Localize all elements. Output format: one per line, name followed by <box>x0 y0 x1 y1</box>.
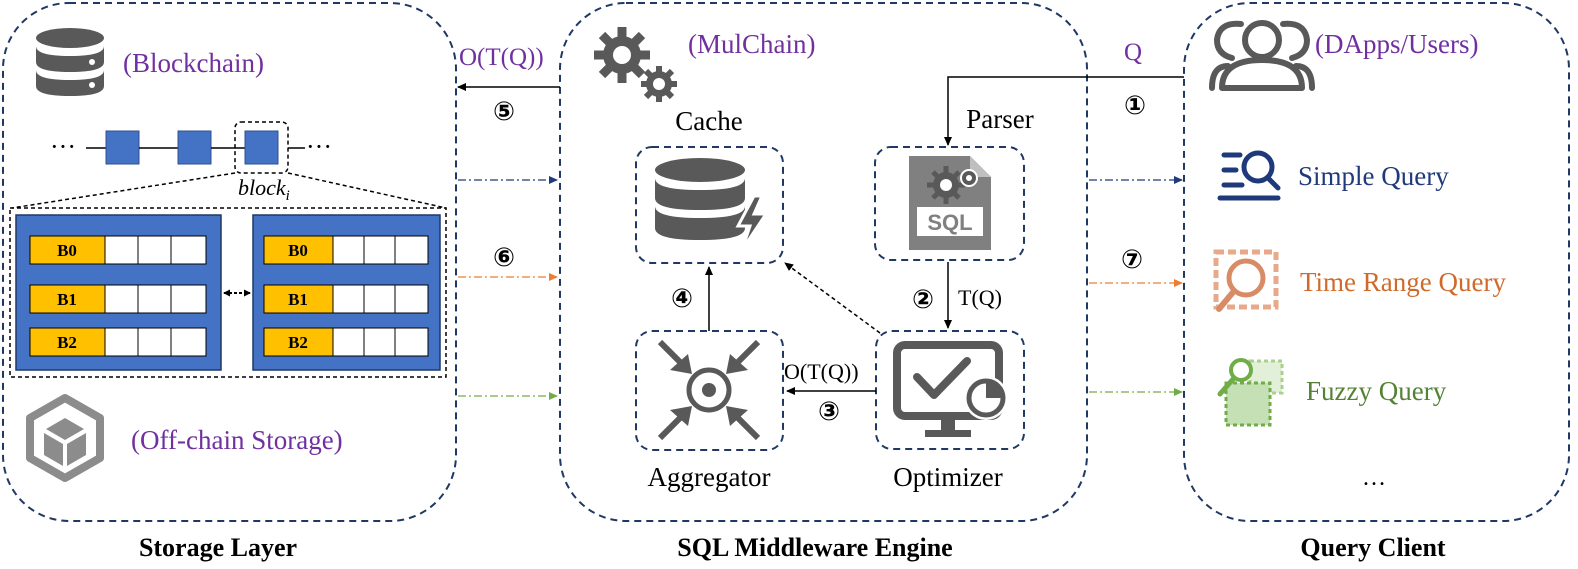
block-row-b0: B0 <box>263 235 429 265</box>
chain-block <box>177 130 212 165</box>
zoom-line-left <box>11 172 236 209</box>
time-range-query-icon <box>1213 249 1279 312</box>
gears-icon <box>594 27 677 102</box>
optimizer-to-cache-dashed-arrow <box>784 262 881 334</box>
middleware-panel <box>559 2 1088 522</box>
query-client-panel <box>1183 2 1570 522</box>
otq-mid-label: O(T(Q)) <box>784 359 859 384</box>
block-row-b2: B2 <box>263 327 429 357</box>
step-3: ③ <box>818 396 840 426</box>
sql-file-icon: SQL <box>909 156 991 250</box>
step-2: ② <box>912 284 934 314</box>
aggregator-box <box>635 330 784 451</box>
offchain-label: (Off-chain Storage) <box>131 425 343 455</box>
block-row-b1: B1 <box>263 284 429 314</box>
row-label: B2 <box>288 333 308 352</box>
mulchain-label: (MulChain) <box>688 29 816 59</box>
row-label: B1 <box>57 290 77 309</box>
package-icon <box>26 394 104 482</box>
time-range-query-label: Time Range Query <box>1300 267 1506 297</box>
query-client-caption: Query Client <box>1300 533 1445 562</box>
users-label: (DApps/Users) <box>1315 29 1478 59</box>
client-ellipsis: … <box>1362 465 1386 491</box>
chain-block-i <box>244 130 279 165</box>
chain-ellipsis-right: ··· <box>306 132 332 161</box>
row-label: B2 <box>57 333 77 352</box>
step-6: ⑥ <box>493 242 515 272</box>
row-label: B0 <box>57 241 77 260</box>
simple-query-icon <box>1217 150 1281 201</box>
cache-database-icon <box>655 158 769 251</box>
chain-ellipsis-left: ··· <box>50 132 76 161</box>
step-4: ④ <box>671 283 693 313</box>
fuzzy-query-label: Fuzzy Query <box>1306 376 1447 406</box>
parser-label: Parser <box>966 104 1033 134</box>
step-5: ⑤ <box>493 96 515 126</box>
simple-query-label: Simple Query <box>1298 161 1449 191</box>
block-row-b1: B1 <box>29 284 207 314</box>
block-row-b2: B2 <box>29 327 207 357</box>
storage-layer-caption: Storage Layer <box>139 533 297 562</box>
optimizer-monitor-icon <box>893 341 1008 437</box>
database-icon <box>36 28 104 96</box>
block-i-highlight <box>234 121 289 174</box>
block-detail-left: B0 B1 B2 <box>15 214 222 371</box>
aggregator-label: Aggregator <box>648 462 771 492</box>
fuzzy-query-icon <box>1217 358 1284 427</box>
middleware-caption: SQL Middleware Engine <box>677 533 952 562</box>
users-icon <box>1209 20 1315 91</box>
optimizer-box <box>875 330 1025 450</box>
optimizer-label: Optimizer <box>893 462 1002 492</box>
block-detail-frame <box>9 207 447 378</box>
cache-box <box>635 146 784 264</box>
parser-box <box>874 146 1025 261</box>
tq-label: T(Q) <box>958 285 1002 310</box>
sql-text: SQL <box>927 210 972 235</box>
aggregator-icon <box>657 339 761 441</box>
query-input-arrow <box>944 76 1184 146</box>
row-label: B0 <box>288 241 308 260</box>
zoom-line-right <box>287 172 447 209</box>
block-chain: ··· ··· <box>50 121 332 174</box>
block-row-b0: B0 <box>29 235 207 265</box>
blockchain-label: (Blockchain) <box>123 48 264 78</box>
otq-top-label: O(T(Q)) <box>459 44 544 71</box>
storage-layer-panel <box>2 2 457 522</box>
step-1: ① <box>1124 90 1146 120</box>
chain-block <box>105 130 140 165</box>
block-i-label: blocki <box>238 175 290 204</box>
cache-label: Cache <box>675 106 742 136</box>
block-detail-right: B0 B1 B2 <box>252 214 441 371</box>
q-label: Q <box>1124 39 1142 66</box>
step-7: ⑦ <box>1121 244 1143 274</box>
row-label: B1 <box>288 290 308 309</box>
